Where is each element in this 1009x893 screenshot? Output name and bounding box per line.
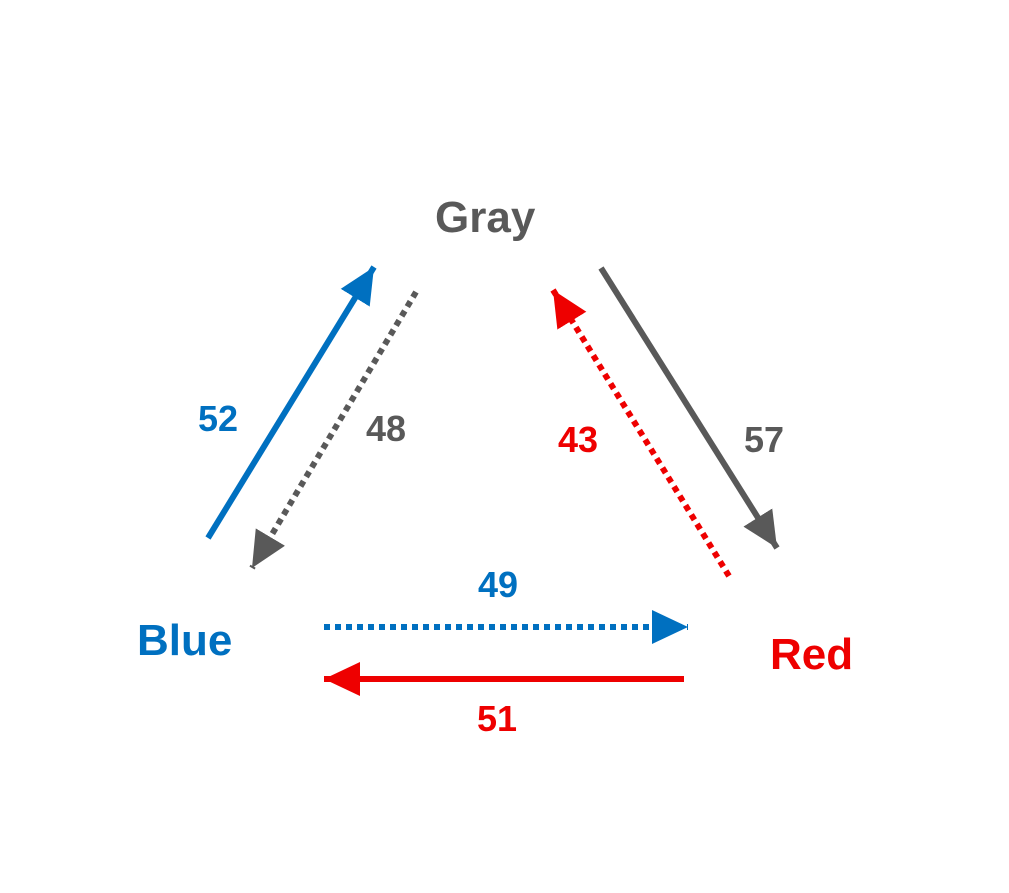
- arrow-gray-to-red: [598, 266, 780, 550]
- edge-label-gray-to-blue: 48: [366, 408, 406, 449]
- arrow-blue-to-gray: [205, 265, 377, 540]
- edge-label-red-to-blue: 51: [477, 698, 517, 739]
- node-blue-label: Blue: [137, 616, 232, 665]
- edge-label-blue-to-red: 49: [478, 564, 518, 605]
- arrow-red-to-gray: [550, 288, 732, 578]
- edge-label-gray-to-red: 57: [744, 419, 784, 460]
- node-red-label: Red: [770, 630, 853, 679]
- edge-label-red-to-gray: 43: [558, 419, 598, 460]
- edge-label-blue-to-gray: 52: [198, 398, 238, 439]
- arrow-gray-to-blue: [249, 290, 419, 570]
- node-gray-label: Gray: [435, 193, 536, 242]
